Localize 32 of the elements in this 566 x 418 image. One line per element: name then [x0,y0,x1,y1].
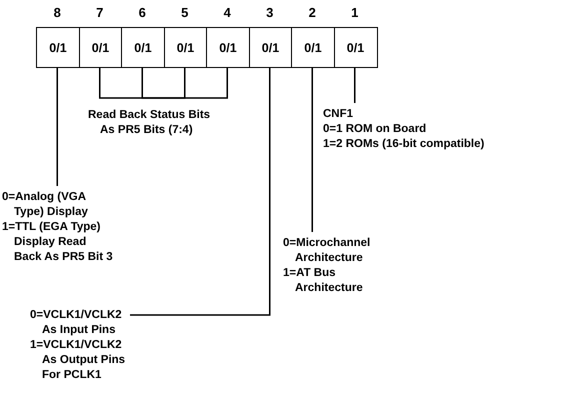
register-bit-cell: 0/1 [36,27,80,68]
bit-description: 1=VCLK1/VCLK2 As Output Pins For PCLK1 [30,338,126,383]
bit-number: 2 [308,5,316,20]
bit-number: 3 [266,5,274,20]
leader-line [56,68,58,186]
bit-description: 1=2 ROMs (16-bit compatible) [323,137,486,152]
bit-number: 7 [96,5,104,20]
leader-line [142,68,164,99]
bit-description: 1=TTL (EGA Type) Display Read Back As PR5 Bit 3 [2,220,114,265]
bit-description: 0=Microchannel Architecture [283,236,372,266]
bit-description: CNF1 [323,107,354,122]
register-bit-cell: 0/1 [121,27,165,68]
register-bit-cell: 0/1 [206,27,250,68]
register-bit-cell: 0/1 [78,27,122,68]
register-bit-cell: 0/1 [291,27,335,68]
bit-number: 8 [54,5,61,20]
bit-description: 0=1 ROM on Board [323,122,428,137]
bit-description: 0=Analog (VGA Type) Display [2,190,89,220]
bit-number: 4 [224,5,231,20]
bit-number: 1 [351,5,358,20]
bit-description: Read Back Status Bits As PR5 Bits (7:4) [88,108,212,138]
leader-line [164,68,228,99]
register-bit-cell: 0/1 [248,27,292,68]
bit-number: 6 [138,5,146,20]
bit-description: 1=AT Bus Architecture [283,266,364,296]
register-bit-cell: 0/1 [334,27,378,68]
register-bit-cell: 0/1 [164,27,208,68]
bit-number: 5 [181,5,188,20]
leader-line [130,68,270,316]
leader-line [354,68,356,103]
leader-line [312,68,313,232]
bit-description: 0=VCLK1/VCLK2 As Input Pins [30,308,123,338]
